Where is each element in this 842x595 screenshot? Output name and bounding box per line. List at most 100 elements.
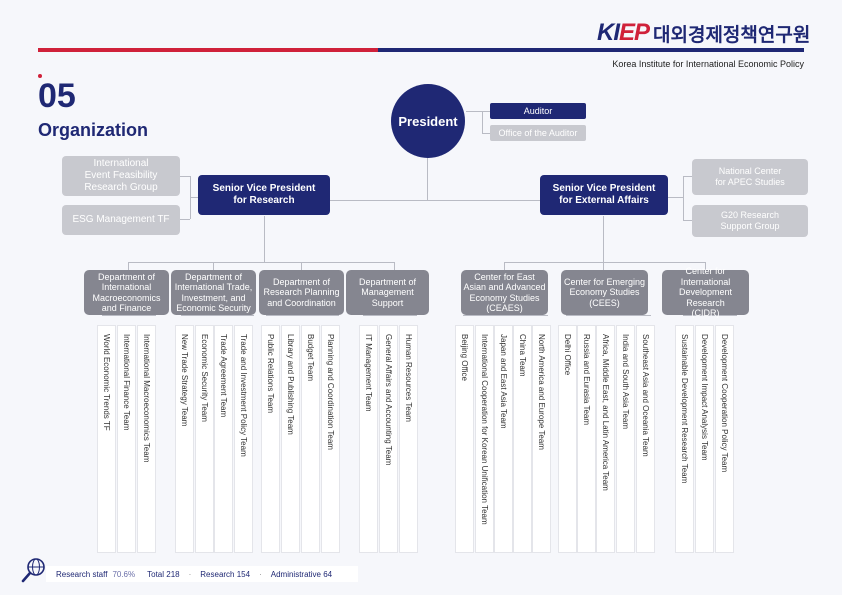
svp-external-node: Senior Vice President for External Affai… xyxy=(540,175,668,215)
team-label: General Affairs and Accounting Team xyxy=(384,334,393,466)
team-label: Development Impact Analysis Team xyxy=(700,334,709,461)
team-label: Sustainable Development Research Team xyxy=(680,334,689,484)
connector xyxy=(180,219,190,220)
separator: · xyxy=(188,569,192,579)
team-column: Africa, Middle East, and Latin America T… xyxy=(597,326,614,552)
team-label: Human Resources Team xyxy=(404,334,413,422)
research-count: Research 154 xyxy=(200,569,251,579)
administrative-count: Administrative 64 xyxy=(270,569,333,579)
department-node: Center for International Development Res… xyxy=(662,266,749,318)
team-column: Japan and East Asia Team xyxy=(495,326,512,552)
connector xyxy=(128,262,394,263)
team-label: Africa, Middle East, and Latin America T… xyxy=(601,334,610,491)
connector xyxy=(683,315,737,316)
connector xyxy=(264,216,265,262)
department-node: Department of Management Support xyxy=(346,270,429,315)
header-rule-red xyxy=(38,48,378,52)
connector xyxy=(482,111,483,133)
department-node: Center for Emerging Economy Studies (CEE… xyxy=(561,270,648,315)
team-label: World Economic Trends TF xyxy=(102,334,111,431)
separator: · xyxy=(259,569,262,579)
connector xyxy=(668,197,683,198)
connector xyxy=(301,262,302,270)
team-label: International Cooperation for Korean Uni… xyxy=(480,334,489,525)
team-column: China Team xyxy=(514,326,531,552)
connector xyxy=(318,200,540,201)
team-column: Development Impact Analysis Team xyxy=(696,326,713,552)
connector xyxy=(603,262,604,270)
team-label: International Macroeconomics Team xyxy=(142,334,151,463)
page-title: Organization xyxy=(38,120,149,140)
team-column: India and South Asia Team xyxy=(617,326,634,552)
connector xyxy=(394,262,395,270)
staff-summary: Research staff 70.6% Total 218 · Researc… xyxy=(46,566,358,582)
team-label: Russia and Eurasia Team xyxy=(582,334,591,426)
team-label: International Finance Team xyxy=(122,334,131,431)
team-column: International Finance Team xyxy=(118,326,135,552)
department-node: Department of Research Planning and Coor… xyxy=(259,270,344,315)
team-label: China Team xyxy=(518,334,527,377)
connector xyxy=(427,158,428,200)
department-node: Department of International Trade, Inves… xyxy=(171,270,256,315)
team-label: India and South Asia Team xyxy=(621,334,630,430)
team-label: Beijing Office xyxy=(460,334,469,381)
section-number: 05 xyxy=(38,77,76,115)
team-column: Russia and Eurasia Team xyxy=(578,326,595,552)
team-label: Japan and East Asia Team xyxy=(499,334,508,429)
team-column: Trade Agreement Team xyxy=(215,326,232,552)
team-label: Development Cooperation Policy Team xyxy=(720,334,729,473)
team-label: Trade Agreement Team xyxy=(219,334,228,418)
team-label: Trade and Investment Policy Team xyxy=(239,334,248,457)
connector xyxy=(683,176,692,177)
research-staff-label: Research staff xyxy=(56,569,108,579)
team-column: Southeast Asia and Oceania Team xyxy=(637,326,654,552)
president-node: President xyxy=(391,84,465,158)
team-label: Budget Team xyxy=(306,334,315,381)
office-of-auditor-node: Office of the Auditor xyxy=(490,125,586,141)
connector xyxy=(504,262,705,263)
connector xyxy=(363,315,417,316)
event-feasibility-group-node: International Event Feasibility Research… xyxy=(62,156,180,196)
team-label: Planning and Coordination Team xyxy=(326,334,335,450)
team-column: New Trade Strategy Team xyxy=(176,326,193,552)
apec-center-node: National Center for APEC Studies xyxy=(692,159,808,195)
team-column: Budget Team xyxy=(302,326,319,552)
connector xyxy=(266,315,339,316)
connector xyxy=(181,315,254,316)
esg-management-tf-node: ESG Management TF xyxy=(62,205,180,235)
institute-name: Korea Institute for International Econom… xyxy=(612,59,804,69)
team-column: Planning and Coordination Team xyxy=(322,326,339,552)
team-label: Delhi Office xyxy=(563,334,572,376)
team-column: General Affairs and Accounting Team xyxy=(380,326,397,552)
team-column: World Economic Trends TF xyxy=(98,326,115,552)
connector xyxy=(482,133,490,134)
logo-mark: KIEP xyxy=(597,19,650,46)
connector xyxy=(683,220,692,221)
team-column: Sustainable Development Research Team xyxy=(676,326,693,552)
connector xyxy=(213,262,214,270)
connector xyxy=(504,262,505,270)
auditor-node: Auditor xyxy=(490,103,586,119)
g20-group-node: G20 Research Support Group xyxy=(692,205,808,237)
team-column: Delhi Office xyxy=(559,326,576,552)
team-label: Economic Security Team xyxy=(200,334,209,422)
connector xyxy=(683,176,684,220)
team-column: Library and Publishing Team xyxy=(282,326,299,552)
team-label: Southeast Asia and Oceania Team xyxy=(641,334,650,457)
connector xyxy=(705,262,706,270)
team-label: IT Management Team xyxy=(364,334,373,412)
team-column: Trade and Investment Policy Team xyxy=(235,326,252,552)
connector xyxy=(128,262,129,270)
svp-research-node: Senior Vice President for Research xyxy=(198,175,330,215)
total-staff: Total 218 xyxy=(147,569,180,579)
connector xyxy=(102,315,156,316)
team-column: Public Relations Team xyxy=(262,326,279,552)
team-label: Library and Publishing Team xyxy=(286,334,295,435)
team-label: Public Relations Team xyxy=(266,334,275,414)
team-column: Development Cooperation Policy Team xyxy=(716,326,733,552)
connector xyxy=(566,315,651,316)
section-dot xyxy=(38,74,42,78)
connector xyxy=(466,111,490,112)
connector xyxy=(463,315,548,316)
team-column: International Cooperation for Korean Uni… xyxy=(476,326,493,552)
